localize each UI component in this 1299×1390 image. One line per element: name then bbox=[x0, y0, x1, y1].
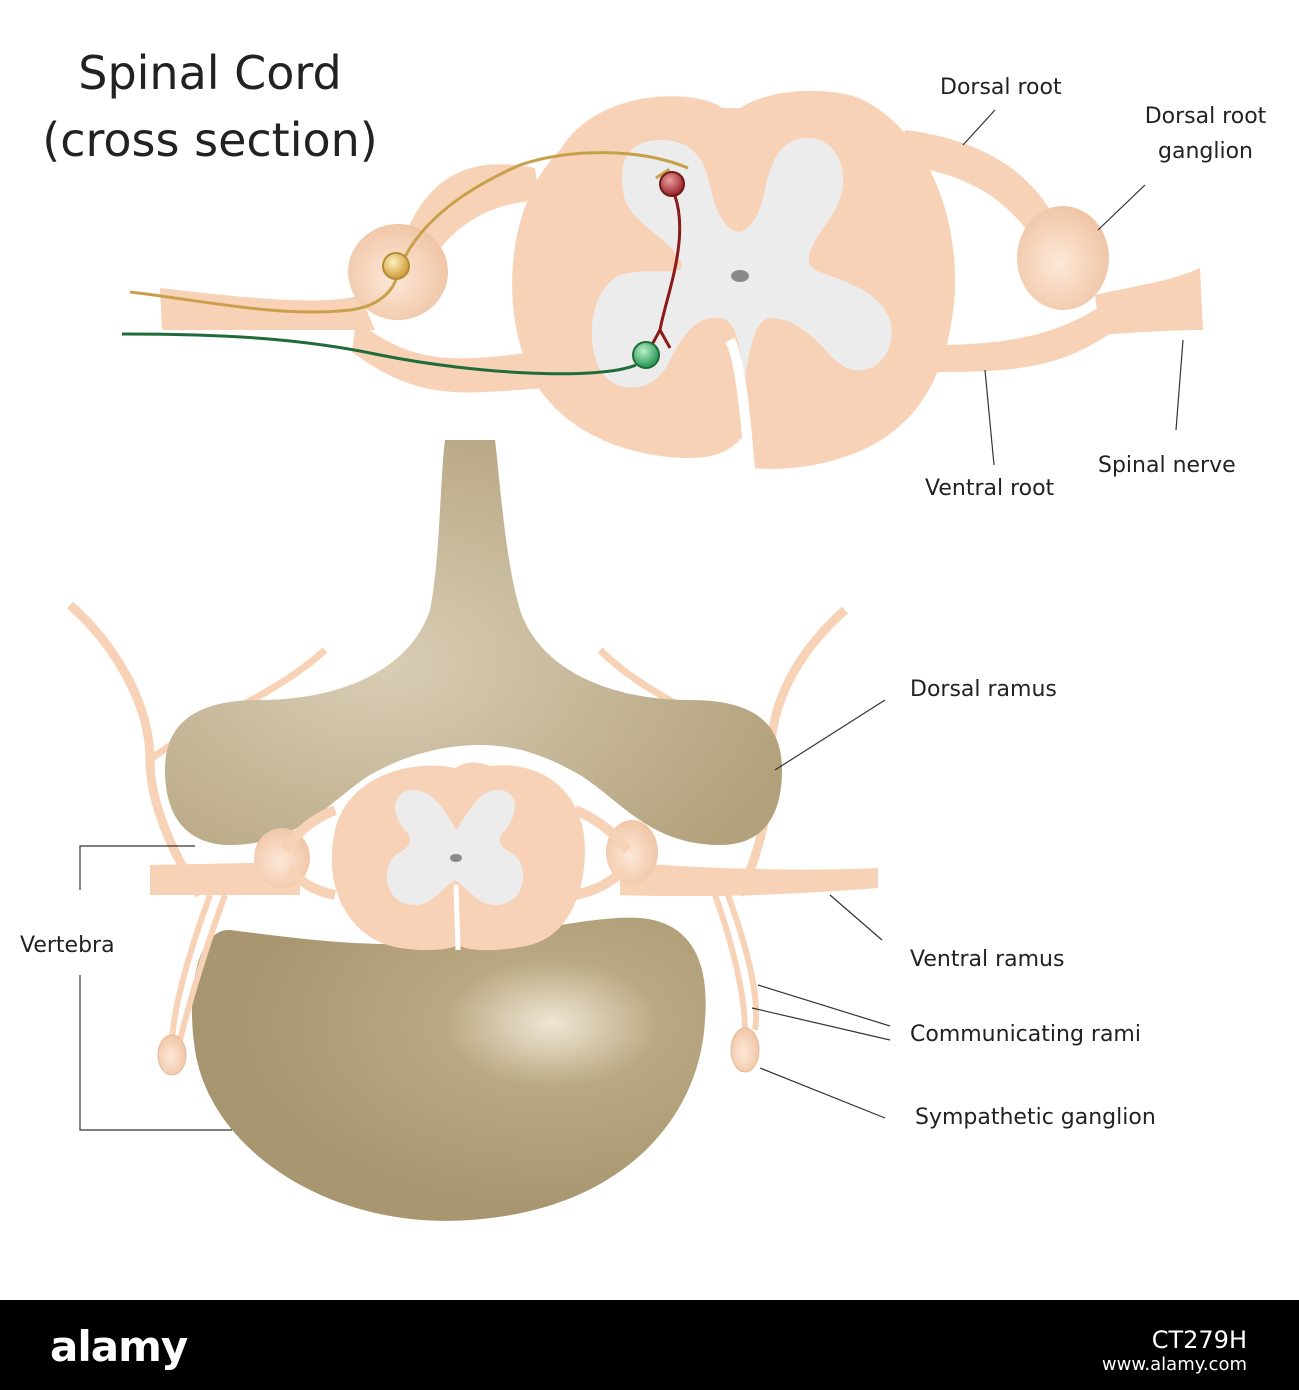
title-line-2: (cross section) bbox=[42, 113, 378, 167]
gray-matter bbox=[591, 137, 892, 388]
small-ventral-fissure bbox=[453, 884, 461, 951]
left-ventral-root bbox=[352, 320, 545, 393]
sensory-neuron-cell-body bbox=[382, 252, 410, 280]
right-spinal-nerve bbox=[1095, 268, 1203, 335]
label-dorsal-root: Dorsal root bbox=[940, 75, 1062, 100]
label-communicating-rami: Communicating rami bbox=[910, 1022, 1141, 1047]
left-small-roots bbox=[280, 805, 337, 900]
vertebral-body bbox=[191, 917, 706, 1221]
vertebral-arch bbox=[165, 440, 782, 845]
label-dorsal-root-ganglion-line-1: Dorsal root bbox=[1144, 104, 1267, 129]
left-dorsal-root bbox=[405, 164, 540, 292]
label-sympathetic-ganglion: Sympathetic ganglion bbox=[915, 1105, 1156, 1130]
spinal-cord-diagram: Spinal Cord (cross section) Dorsal root … bbox=[20, 46, 1267, 1221]
stock-image-id: CT279H bbox=[1151, 1326, 1247, 1354]
right-dorsal-root-ganglion bbox=[1017, 206, 1109, 310]
interneuron-cell-body bbox=[659, 171, 685, 197]
right-ventral-ramus bbox=[620, 862, 878, 897]
top-leader-lines bbox=[962, 109, 1184, 466]
label-ventral-root: Ventral root bbox=[925, 476, 1055, 501]
watermark-footer: alamy CT279H www.alamy.com bbox=[0, 1300, 1299, 1390]
title-line-1: Spinal Cord bbox=[78, 46, 342, 100]
right-ventral-root bbox=[930, 300, 1115, 372]
vertebra-view bbox=[67, 440, 878, 1221]
ventral-median-fissure bbox=[725, 337, 755, 471]
right-dorsal-root bbox=[900, 130, 1060, 270]
left-sympathetic-ganglion bbox=[157, 1034, 187, 1076]
label-vertebra: Vertebra bbox=[20, 933, 115, 958]
interneuron-axon bbox=[646, 195, 682, 353]
label-dorsal-ramus: Dorsal ramus bbox=[910, 677, 1057, 702]
label-ventral-ramus: Ventral ramus bbox=[910, 947, 1065, 972]
central-canal bbox=[731, 270, 749, 282]
site-url: www.alamy.com bbox=[1101, 1354, 1247, 1375]
right-communicating-rami bbox=[712, 893, 760, 1031]
motor-neuron-cell-body bbox=[632, 341, 660, 369]
right-sympathetic-ganglion bbox=[730, 1027, 760, 1073]
spinal-cord-cross-section bbox=[121, 90, 1203, 471]
label-spinal-nerve: Spinal nerve bbox=[1098, 453, 1236, 478]
motor-neuron-axon bbox=[121, 332, 637, 376]
small-central-canal bbox=[450, 854, 462, 862]
right-small-roots bbox=[573, 805, 632, 900]
left-communicating-rami bbox=[169, 893, 228, 1041]
brand-logo-text: alamy bbox=[50, 1321, 188, 1371]
brand-logo: alamy bbox=[50, 1318, 188, 1374]
small-gray-matter bbox=[386, 789, 524, 905]
label-dorsal-root-ganglion-line-2: ganglion bbox=[1158, 139, 1253, 164]
bottom-leader-lines bbox=[79, 699, 891, 1131]
